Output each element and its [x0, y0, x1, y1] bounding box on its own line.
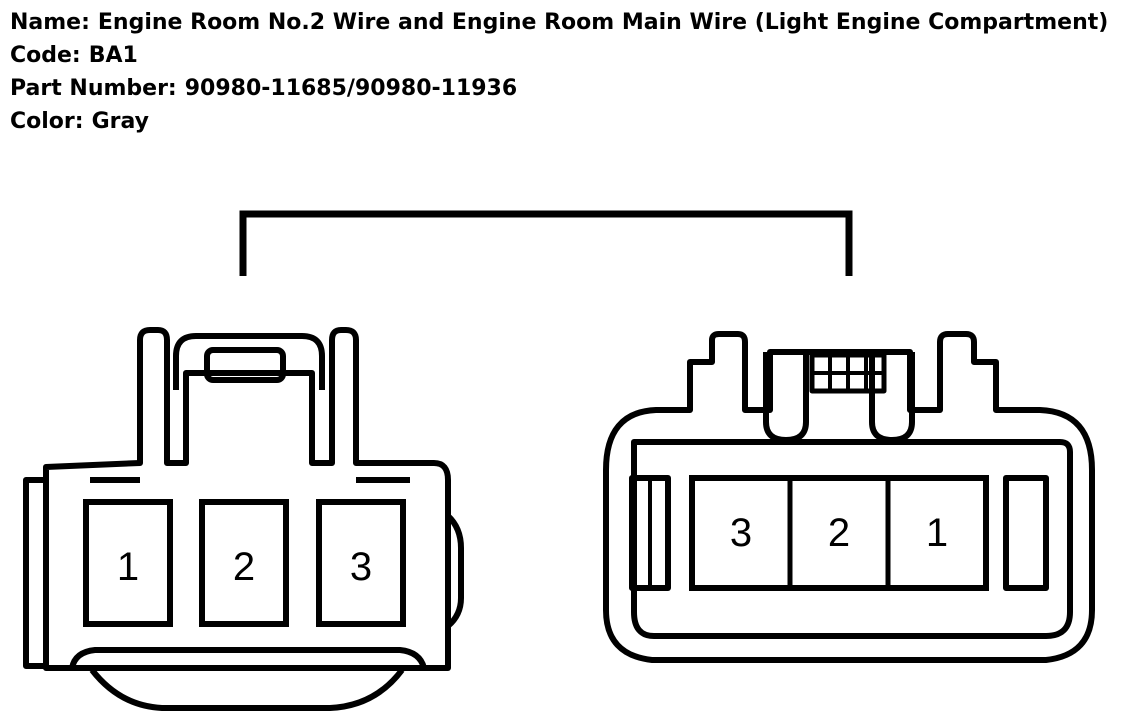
code-line: Code: BA1	[10, 39, 1108, 72]
left-pin-cavity	[83, 499, 173, 627]
right-lock-slot-right	[869, 352, 915, 443]
left-connector-body	[43, 327, 451, 671]
left-latch-arch	[173, 333, 325, 390]
color-label: Color:	[10, 109, 84, 134]
right-pin-label: 3	[730, 511, 752, 555]
color-line: Color: Gray	[10, 105, 1108, 138]
part-number-label: Part Number:	[10, 76, 177, 101]
left-pin-cavities: 1 2 3	[83, 499, 406, 627]
name-line: Name: Engine Room No.2 Wire and Engine Ro…	[10, 6, 1108, 39]
left-latch-window	[204, 347, 286, 383]
right-side-tab	[445, 513, 464, 629]
right-pin-label: 2	[828, 511, 850, 555]
right-pin-cavities: 3 2 1	[689, 475, 989, 591]
left-pin-label: 2	[233, 545, 255, 589]
left-connector-skirt	[89, 668, 405, 711]
name-value: Engine Room No.2 Wire and Engine Room Ma…	[97, 10, 1109, 35]
right-lock-slot-left	[763, 352, 809, 443]
part-number-line: Part Number: 90980-11685/90980-11936	[10, 72, 1108, 105]
left-connector-lip	[69, 647, 427, 669]
color-value: Gray	[91, 109, 149, 134]
left-side-tab	[23, 477, 46, 669]
right-cavity-block	[689, 475, 989, 591]
right-end-guide-left	[629, 475, 671, 591]
code-label: Code:	[10, 43, 81, 68]
right-pin-label: 1	[926, 511, 948, 555]
name-label: Name:	[10, 10, 90, 35]
left-pin-cavity	[316, 499, 406, 627]
code-value: BA1	[88, 43, 138, 68]
connector-info: Name: Engine Room No.2 Wire and Engine Ro…	[10, 6, 1108, 138]
left-connector	[23, 327, 464, 711]
right-connector-body	[603, 331, 1095, 663]
left-pin-label: 1	[117, 545, 139, 589]
left-pin-cavity	[199, 499, 289, 627]
mating-bracket	[239, 210, 853, 276]
right-connector-inner	[631, 439, 1073, 639]
left-pin-label: 3	[350, 545, 372, 589]
part-number-value: 90980-11685/90980-11936	[184, 76, 518, 101]
right-connector	[603, 331, 1095, 663]
right-end-guide-right	[1003, 475, 1049, 591]
